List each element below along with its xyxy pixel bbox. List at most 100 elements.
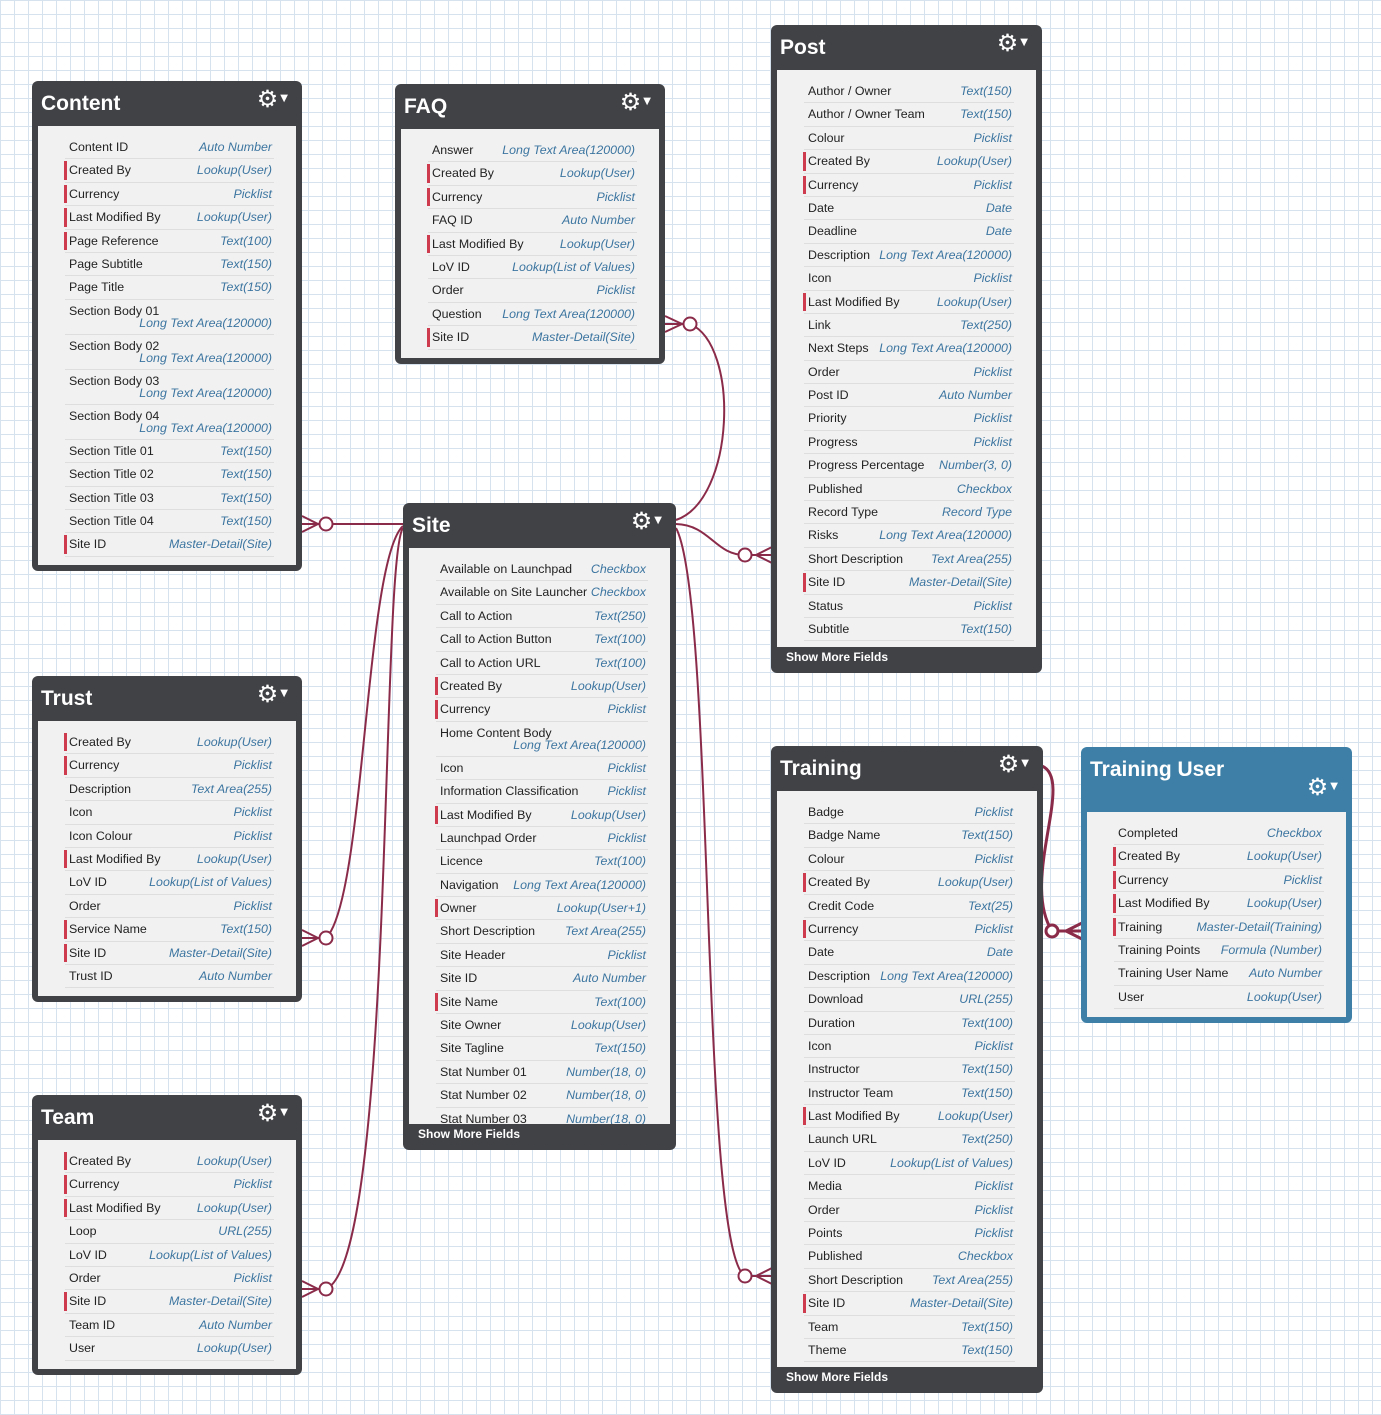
gear-icon[interactable]: ⚙▼ [256,85,288,113]
gear-icon[interactable]: ⚙▼ [619,88,651,116]
gear-icon[interactable]: ⚙▼ [630,507,662,535]
gear-icon[interactable]: ⚙▼ [997,750,1029,778]
gear-icon[interactable]: ⚙▼ [1306,773,1338,801]
show-more-fields-link[interactable]: Show More Fields [786,650,889,664]
gear-icon[interactable]: ⚙▼ [256,1099,288,1127]
gear-icon[interactable]: ⚙▼ [256,680,288,708]
